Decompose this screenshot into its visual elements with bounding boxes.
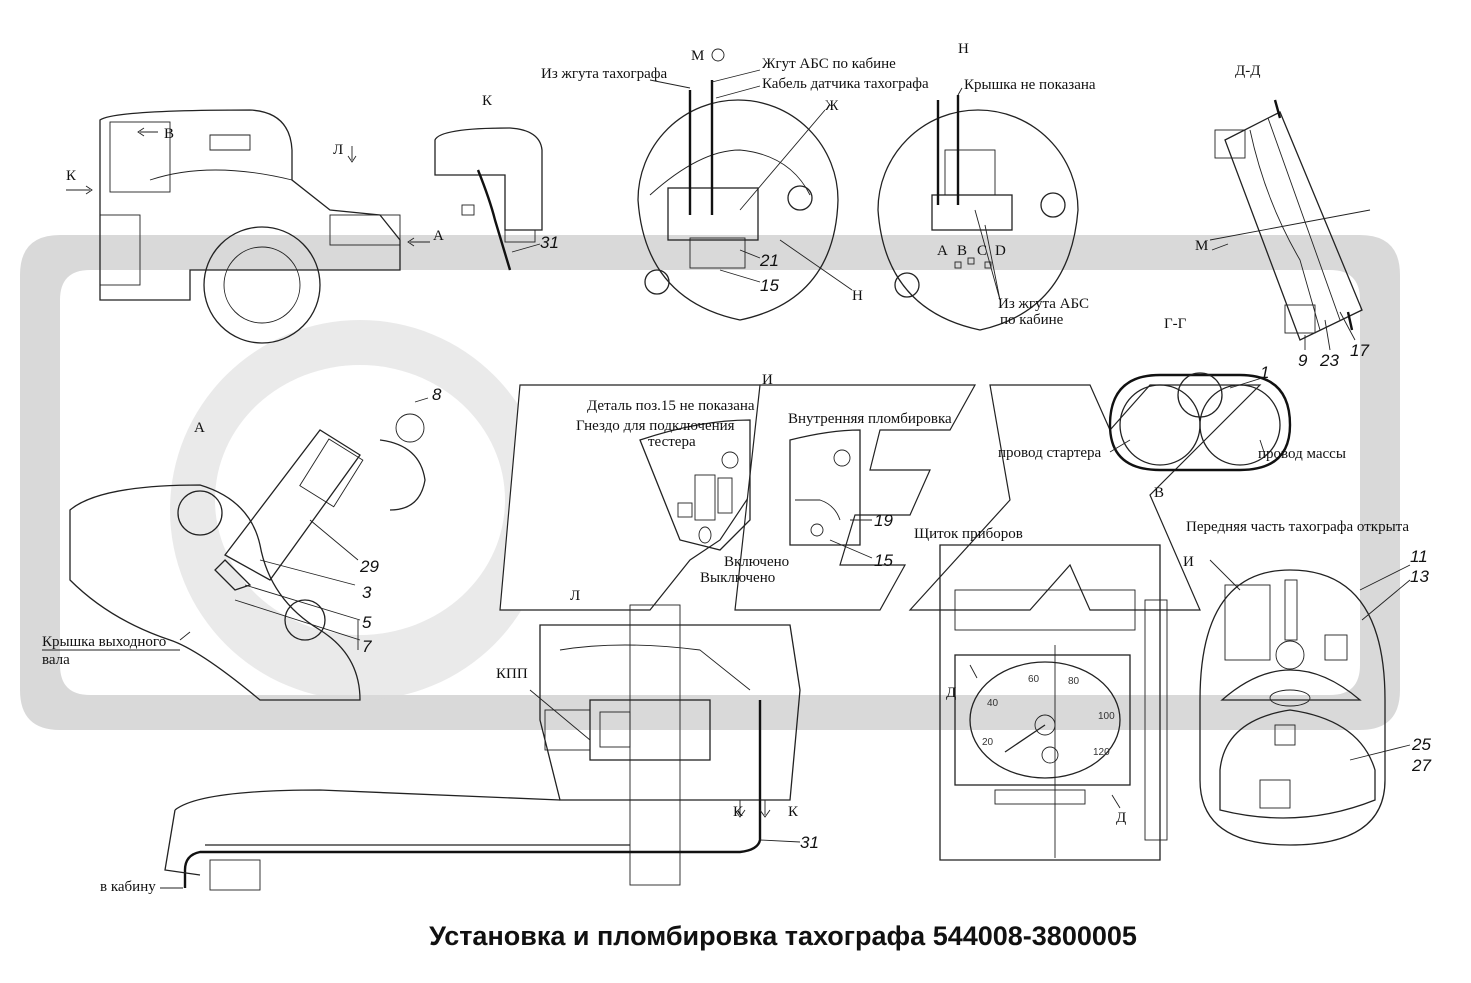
callout-23: 23 bbox=[1319, 351, 1339, 370]
callout-7: 7 bbox=[362, 637, 372, 656]
callout-9: 9 bbox=[1298, 351, 1308, 370]
panel-d-label-top: Д bbox=[946, 685, 956, 701]
view-dd-title: Д-Д bbox=[1235, 63, 1260, 79]
callout-13: 13 bbox=[1410, 567, 1429, 586]
label-a: А bbox=[433, 228, 444, 244]
callout-19: 19 bbox=[874, 511, 893, 530]
from-tacho-harness-label: Из жгута тахографа bbox=[541, 66, 668, 82]
label-v: В bbox=[164, 126, 174, 142]
from-abs-harness-line1: Из жгута АБС bbox=[998, 296, 1089, 312]
tester-socket-line2: тестера bbox=[648, 434, 696, 450]
sensor-cable-label: Кабель датчика тахографа bbox=[762, 76, 929, 92]
front-open-i-label: И bbox=[1183, 554, 1194, 570]
note-part15-not-shown: Деталь поз.15 не показана bbox=[587, 398, 755, 414]
starter-wire-label: провод стартера bbox=[998, 445, 1102, 461]
instrument-panel-label: Щиток приборов bbox=[914, 526, 1023, 542]
view-i-title: И bbox=[762, 372, 773, 388]
label-k: К bbox=[66, 168, 77, 184]
switch-on-label: Включено bbox=[724, 554, 789, 570]
callout-15-l: 15 bbox=[874, 551, 893, 570]
output-shaft-cover-line1: Крышка выходного bbox=[42, 634, 166, 650]
callout-3: 3 bbox=[362, 583, 372, 602]
truck-side-view bbox=[66, 109, 430, 344]
gearbox-cable-routing bbox=[160, 604, 801, 891]
switch-off-label: Выключено bbox=[700, 570, 775, 586]
panel-d-label-bottom: Д bbox=[1116, 810, 1126, 826]
view-l-bottom-label: Л bbox=[570, 588, 580, 604]
callout-31-top: 31 bbox=[540, 233, 559, 252]
view-a-sensor bbox=[69, 397, 429, 701]
view-gg-wire-bundle bbox=[1108, 372, 1292, 472]
gearbox-k-right: К bbox=[788, 804, 799, 820]
callout-15-m: 15 bbox=[760, 276, 779, 295]
view-n-title: Н bbox=[958, 41, 969, 57]
to-cab-label: в кабину bbox=[100, 879, 156, 895]
watermark-rex-logo bbox=[20, 235, 1400, 730]
label-n-m: Н bbox=[852, 288, 863, 304]
panel-b-label: В bbox=[1154, 485, 1164, 501]
view-l-internal-seal bbox=[789, 429, 873, 559]
gauge-scale-120: 120 bbox=[1093, 747, 1110, 758]
instrument-panel bbox=[939, 544, 1168, 861]
callout-31-bottom: 31 bbox=[800, 833, 819, 852]
callout-8: 8 bbox=[432, 385, 442, 404]
output-shaft-cover-line2: вала bbox=[42, 652, 70, 668]
kpp-label: КПП bbox=[496, 666, 528, 682]
gauge-scale-80: 80 bbox=[1068, 676, 1080, 687]
pin-c: C bbox=[977, 243, 987, 259]
from-abs-harness-line2: по кабине bbox=[1000, 312, 1064, 328]
label-zh: Ж bbox=[825, 98, 839, 114]
drawing-title: Установка и пломбировка тахографа 544008… bbox=[429, 921, 1137, 951]
internal-seal-label: Внутренняя пломбировка bbox=[788, 411, 952, 427]
front-open-caption: Передняя часть тахографа открыта bbox=[1186, 519, 1409, 535]
view-k-title: К bbox=[482, 93, 493, 109]
callout-29: 29 bbox=[359, 557, 379, 576]
tester-socket-line1: Гнездо для подключения bbox=[576, 418, 735, 434]
harness-abs-label: Жгут АБС по кабине bbox=[762, 56, 896, 72]
dd-m-label: М bbox=[1195, 238, 1208, 254]
view-i-tester-socket bbox=[639, 419, 751, 551]
callout-17: 17 bbox=[1350, 341, 1369, 360]
view-n-tacho-back bbox=[877, 87, 1079, 331]
view-k-cab-corner bbox=[434, 127, 543, 271]
label-m: М bbox=[691, 48, 704, 64]
callout-1: 1 bbox=[1260, 363, 1269, 382]
pin-d: D bbox=[995, 243, 1006, 259]
gauge-scale-40: 40 bbox=[987, 698, 999, 709]
view-gg-title: Г-Г bbox=[1164, 316, 1187, 332]
view-dd-section bbox=[1209, 99, 1371, 351]
label-l: Л bbox=[333, 142, 343, 158]
callout-27: 27 bbox=[1411, 756, 1431, 775]
view-a-title: А bbox=[194, 420, 205, 436]
callout-21: 21 bbox=[759, 251, 779, 270]
gauge-scale-20: 20 bbox=[982, 737, 994, 748]
gauge-scale-60: 60 bbox=[1028, 674, 1040, 685]
view-m-tacho-back bbox=[637, 69, 853, 321]
callout-5: 5 bbox=[362, 613, 372, 632]
pin-b: B bbox=[957, 243, 967, 259]
callout-25: 25 bbox=[1411, 735, 1431, 754]
gauge-scale-100: 100 bbox=[1098, 711, 1115, 722]
tacho-front-open bbox=[1199, 559, 1411, 846]
marker-m-circle bbox=[711, 48, 725, 62]
gearbox-k-left: К bbox=[733, 804, 744, 820]
dd-m-arrow bbox=[1211, 243, 1229, 251]
ground-wire-label: провод массы bbox=[1258, 446, 1346, 462]
cover-not-shown-label: Крышка не показана bbox=[964, 77, 1096, 93]
callout-11: 11 bbox=[1410, 547, 1428, 566]
pin-a: A bbox=[937, 243, 948, 259]
